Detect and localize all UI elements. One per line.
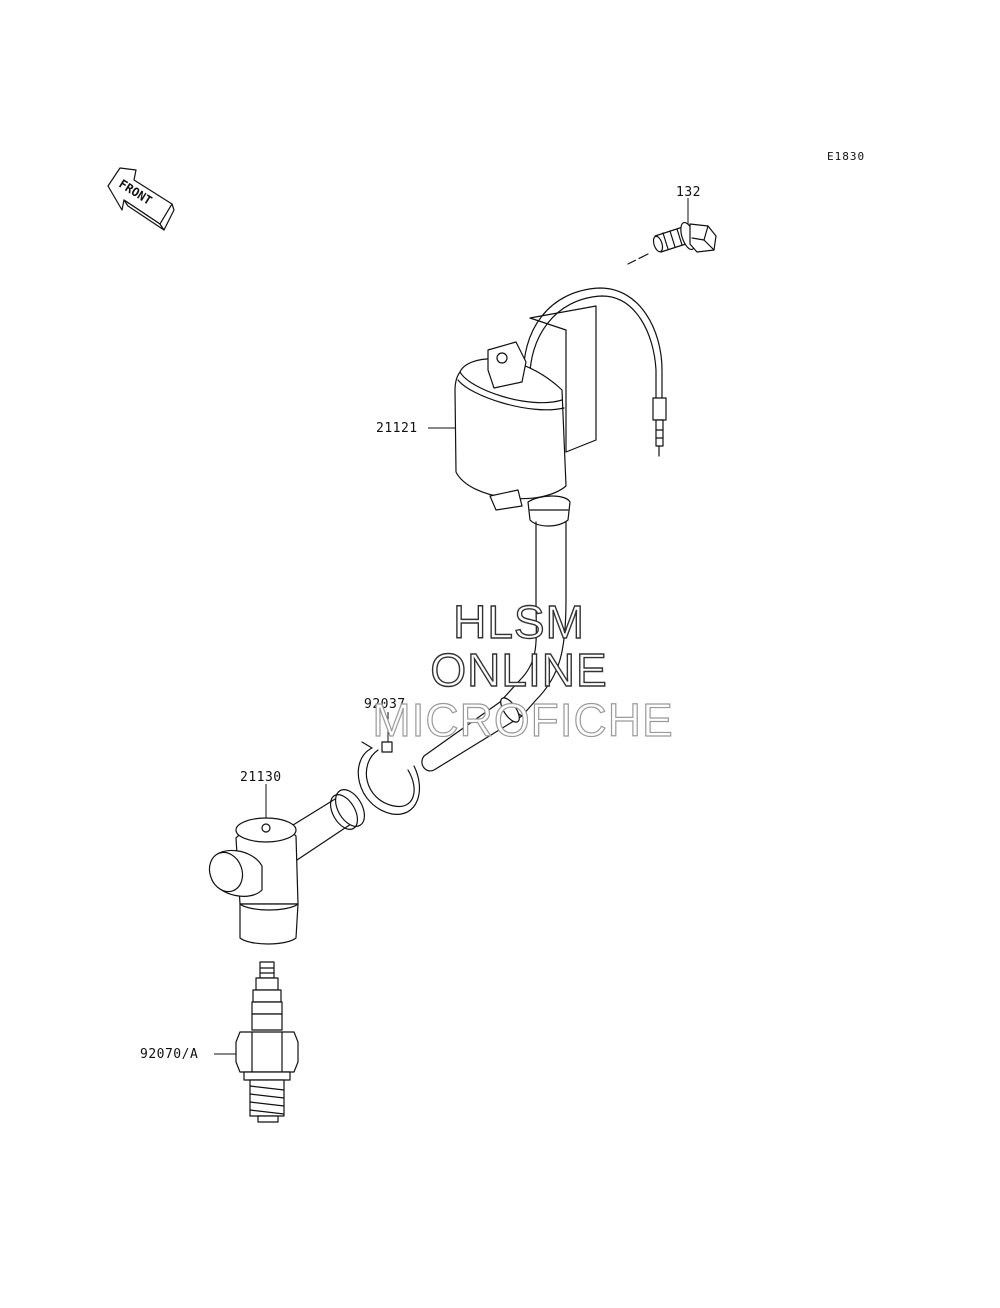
diagram-code: E1830 (827, 150, 865, 163)
part-label-92037: 92037 (364, 697, 406, 712)
spark-plug-92070a[interactable] (235, 961, 299, 1123)
part-label-92070a: 92070/A (140, 1047, 198, 1062)
watermark: HLSM ONLINE MICROFICHE (372, 595, 674, 746)
part-label-21130: 21130 (240, 770, 282, 785)
ignition-coil-21121[interactable] (421, 287, 667, 772)
part-label-21121: 21121 (376, 421, 418, 436)
plug-cap-21130[interactable] (204, 784, 370, 945)
clamp-92037[interactable] (357, 712, 421, 815)
bolt-132[interactable] (627, 198, 717, 265)
watermark-line-2: ONLINE (430, 644, 607, 696)
watermark-line-3: MICROFICHE (372, 694, 673, 746)
part-label-132: 132 (676, 185, 701, 200)
watermark-line-1: HLSM (453, 596, 585, 648)
front-arrow-icon: FRONT (107, 167, 175, 231)
